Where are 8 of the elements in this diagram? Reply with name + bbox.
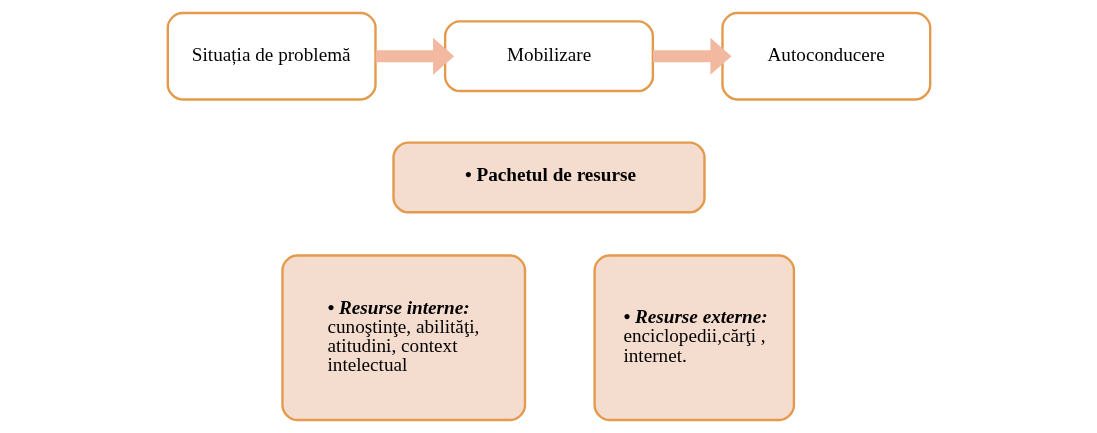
node-box: Autoconducere <box>720 11 931 101</box>
node-box: Situația de problemă <box>166 11 377 101</box>
node-box: • Resurse interne: cunoştinţe, abilităţi, atitudini, context intelectual <box>280 254 526 422</box>
arrow <box>375 37 454 75</box>
node-box: Mobilizare <box>443 20 654 93</box>
node-box: • Resurse externe: enciclopedii,cărţi , internet. <box>592 254 795 422</box>
arrow <box>652 37 732 75</box>
node-box: • Pachetul de resurse <box>391 141 706 214</box>
